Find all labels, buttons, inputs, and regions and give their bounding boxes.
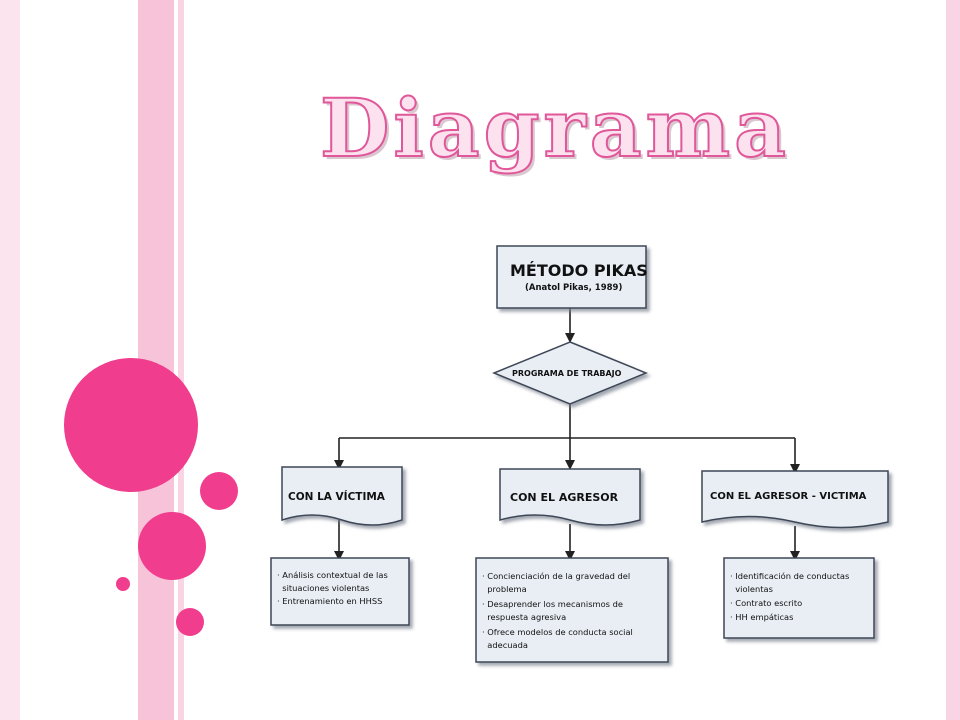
detail-box-agresor-victima: · Identificación de conductas violentas … (723, 557, 875, 639)
left-stripe-outer (0, 0, 20, 720)
detail-item: adecuada (482, 640, 528, 650)
slide-title: Diagrama (319, 80, 791, 176)
decision-label: PROGRAMA DE TRABAJO (512, 369, 622, 378)
detail-item: · Ofrece modelos de conducta social (482, 627, 633, 637)
detail-item: · HH empáticas (730, 612, 793, 622)
detail-rect-victima (270, 557, 410, 626)
decision-node: PROGRAMA DE TRABAJO (492, 341, 648, 405)
branch-agresor: CON EL AGRESOR (499, 468, 641, 526)
small-circle (116, 577, 130, 591)
detail-item: · Identificación de conductas (730, 571, 849, 581)
document-shape-victima (281, 466, 403, 526)
detail-box-agresor: · Concienciación de la gravedad del prob… (475, 557, 669, 663)
detail-item: · Concienciación de la gravedad del (482, 571, 630, 581)
detail-item: respuesta agresiva (482, 612, 566, 622)
detail-rect-agresor (475, 557, 669, 663)
document-shape-agresor-victima (701, 470, 889, 529)
detail-item: violentas (730, 584, 773, 594)
detail-item: problema (482, 584, 527, 594)
root-title: MÉTODO PIKAS (510, 261, 648, 280)
branch-title-victima: CON LA VÍCTIMA (288, 490, 386, 503)
detail-item: · Análisis contextual de las (277, 570, 388, 580)
root-box (496, 245, 647, 309)
document-shape-agresor (499, 468, 641, 526)
small-circle-2 (176, 608, 204, 636)
detail-item: · Desaprender los mecanismos de (482, 599, 623, 609)
root-subtitle: (Anatol Pikas, 1989) (525, 283, 622, 293)
detail-box-victima: · Análisis contextual de las situaciones… (270, 557, 410, 626)
branch-victima: CON LA VÍCTIMA (281, 466, 403, 526)
detail-rect-agresor-victima (723, 557, 875, 639)
left-stripe-thin (178, 0, 184, 720)
medium-circle (200, 472, 238, 510)
connectors (334, 308, 800, 561)
medium-circle-2 (138, 512, 206, 580)
large-circle (64, 358, 198, 492)
root-node: MÉTODO PIKAS (Anatol Pikas, 1989) (496, 245, 648, 309)
detail-item: situaciones violentas (277, 583, 369, 593)
branch-title-agresor: CON EL AGRESOR (510, 491, 619, 504)
decision-diamond (492, 341, 648, 405)
detail-item: · Entrenamiento en HHSS (277, 596, 382, 606)
branch-title-agresor-victima: CON EL AGRESOR - VICTIMA (710, 491, 867, 502)
right-stripe (946, 0, 960, 720)
branch-agresor-victima: CON EL AGRESOR - VICTIMA (701, 470, 889, 529)
detail-item: · Contrato escrito (730, 598, 802, 608)
